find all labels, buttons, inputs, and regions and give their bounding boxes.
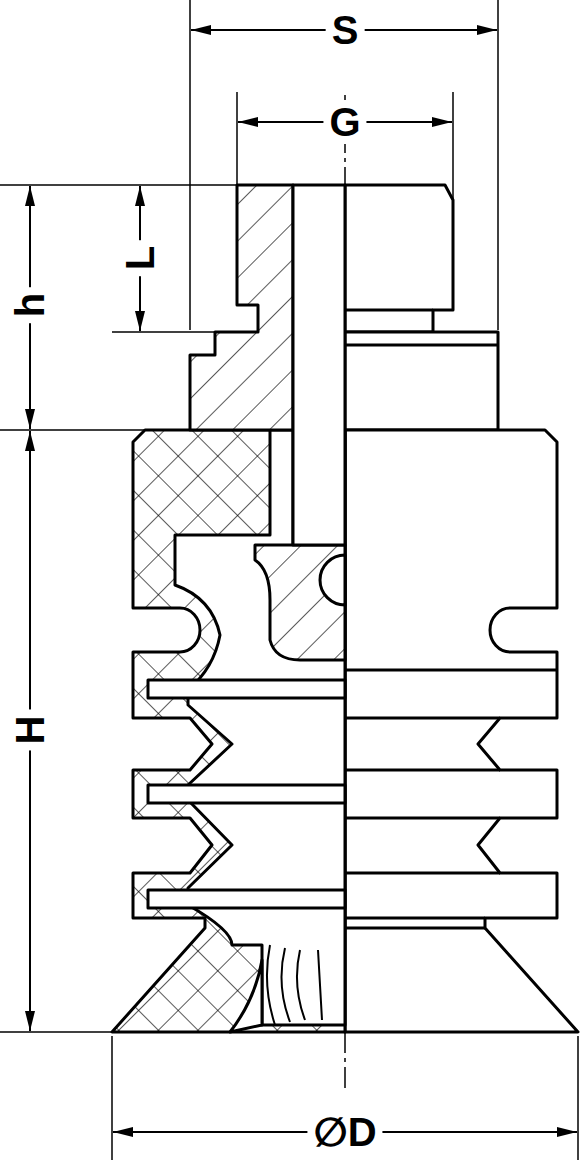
cup-exterior-view xyxy=(345,185,578,1032)
dimension-label: G xyxy=(323,100,366,144)
cup-section-view xyxy=(112,185,345,1032)
dimension-label: H xyxy=(8,710,52,751)
dimension-lines xyxy=(30,30,577,1132)
center-line xyxy=(344,95,346,1088)
dimension-label: ∅D xyxy=(307,1110,382,1154)
dimension-label: L xyxy=(118,240,162,276)
dimension-label: S xyxy=(326,8,365,52)
dimension-label: h xyxy=(8,287,52,323)
